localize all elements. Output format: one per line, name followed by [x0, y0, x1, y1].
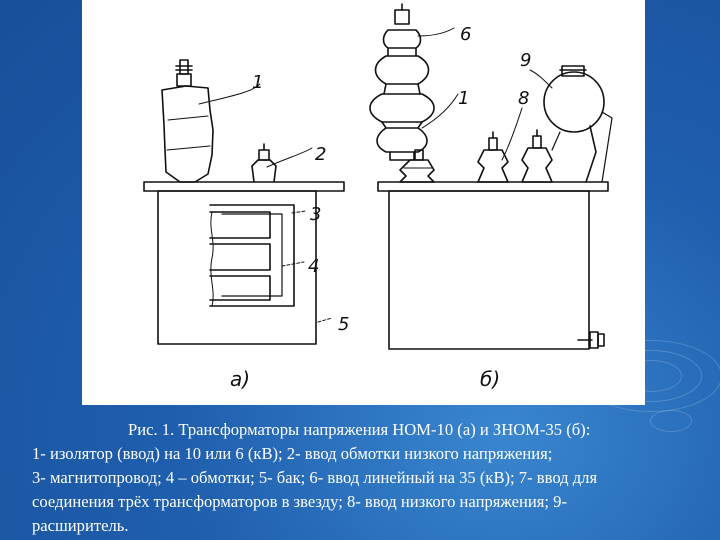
tank-a: [157, 190, 317, 345]
bushing-7-b: [399, 149, 435, 183]
transformer-drawing: 1 2 3 4 5 6 9 1 8 а) б): [143, 3, 613, 391]
cover-plate-b: [377, 181, 609, 192]
label-1-right: 1: [458, 88, 469, 109]
tank-b: [388, 190, 590, 350]
label-2: 2: [315, 144, 326, 165]
label-6: 6: [460, 24, 471, 45]
transformer-b: [369, 3, 613, 350]
conservator-9-b: [543, 65, 613, 183]
sublabel-a: а): [230, 367, 250, 391]
figure-caption: Рис. 1. Трансформаторы напряжения НОМ-10…: [32, 418, 718, 538]
drain-valve-b: [577, 331, 605, 349]
lv-bushing-2-a: [251, 143, 277, 183]
insulator-6-b: [369, 3, 435, 161]
label-9: 9: [520, 50, 531, 71]
caption-line: 1- изолятор (ввод) на 10 или 6 (кВ); 2- …: [32, 444, 553, 463]
cover-plate-a: [143, 181, 345, 192]
sublabel-b: б): [480, 367, 500, 391]
transformer-a: [143, 59, 345, 345]
windings-a: [209, 211, 271, 307]
label-1-left: 1: [252, 72, 263, 93]
label-5: 5: [338, 314, 349, 335]
caption-line: соединения трёх трансформаторов в звезду…: [32, 492, 567, 511]
label-8: 8: [518, 88, 529, 109]
insulator-1-a: [161, 59, 214, 183]
label-4: 4: [308, 256, 319, 277]
label-3: 3: [310, 204, 321, 225]
background-ripple: [650, 410, 692, 432]
core-a: [209, 204, 295, 307]
lv-bushing-second-b: [521, 129, 553, 183]
transformer-figure: 1 2 3 4 5 6 9 1 8 а) б): [82, 0, 645, 405]
lv-bushing-8-b: [477, 131, 509, 183]
caption-line: 3- магнитопровод; 4 – обмотки; 5- бак; 6…: [32, 468, 598, 487]
caption-line: Рис. 1. Трансформаторы напряжения НОМ-10…: [128, 420, 591, 439]
caption-line: расширитель.: [32, 516, 129, 535]
